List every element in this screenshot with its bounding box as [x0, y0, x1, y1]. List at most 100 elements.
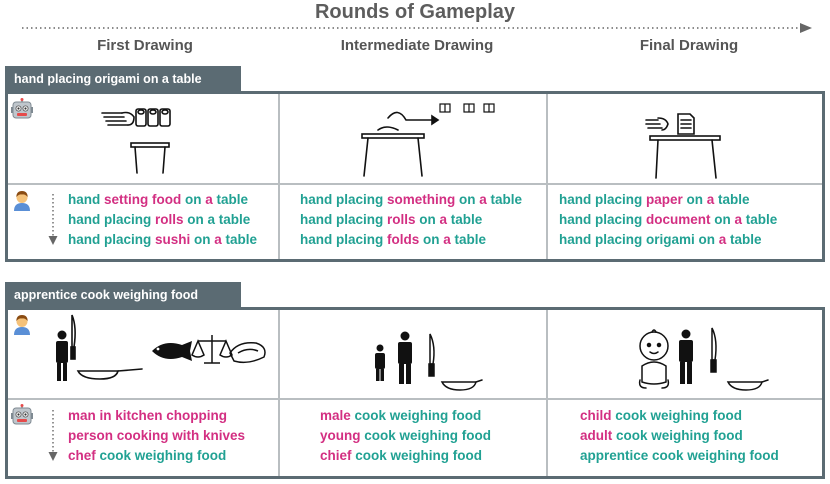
guess-word-changed: young	[320, 428, 361, 443]
guess-word-changed: chief	[320, 448, 352, 463]
sketch-hand-paper	[645, 113, 721, 179]
guess-word-matched: hand placing	[559, 192, 647, 207]
guess-word-matched: hand placing	[300, 232, 388, 247]
column-header-final: Final Drawing	[639, 37, 739, 54]
guess-word-matched: cook weighing food	[611, 408, 743, 423]
guess-word-matched: table	[714, 192, 750, 207]
robot-icon	[11, 98, 33, 119]
guess-word-changed: a	[214, 232, 222, 247]
row-divider	[8, 398, 822, 400]
column-divider	[278, 94, 280, 259]
guess-word-matched: hand	[68, 192, 104, 207]
guess-word-changed: child	[580, 408, 612, 423]
guess-word-changed: setting food	[104, 192, 182, 207]
guess-text: chief cook weighing food	[320, 446, 491, 466]
guess-word-changed: a	[443, 232, 451, 247]
guess-text: hand placing sushi on a table	[68, 230, 257, 250]
guess-text: hand placing paper on a table	[559, 190, 777, 210]
column-divider	[546, 94, 548, 259]
guess-word-matched: cook weighing food	[350, 408, 482, 423]
guess-word-changed: folds	[387, 232, 420, 247]
guess-word-matched: table	[447, 212, 483, 227]
sketch-child-adult	[638, 327, 769, 391]
guess-word-changed: rolls	[155, 212, 184, 227]
guess-text: hand placing origami on a table	[559, 230, 777, 250]
guess-word-matched: apprentice cook weighing food	[580, 448, 779, 463]
guess-word-changed: chef	[68, 448, 96, 463]
guess-word-matched: hand placing	[68, 232, 156, 247]
guess-sequence-arrow	[48, 194, 58, 245]
guess-word-changed: a	[734, 212, 743, 227]
person-icon	[14, 315, 30, 335]
column-header-intermediate: Intermediate Drawing	[340, 37, 494, 54]
column-divider	[546, 310, 548, 476]
guess-word-changed: a	[205, 192, 213, 207]
sketch-hand-sushi	[101, 108, 171, 174]
guess-text: apprentice cook weighing food	[580, 446, 779, 466]
guess-word-matched: table	[726, 232, 762, 247]
guess-text: hand placing folds on a table	[300, 230, 522, 250]
guess-word-changed: male	[320, 408, 351, 423]
guess-text: hand placing rolls on a table	[68, 210, 257, 230]
guess-word-matched: table	[486, 192, 523, 207]
guess-text: adult cook weighing food	[580, 426, 779, 446]
section-label-2: apprentice cook weighing food	[5, 282, 241, 308]
guess-word-matched: on	[181, 192, 206, 207]
sketch-two-cooks	[375, 331, 483, 391]
person-icon	[14, 191, 30, 211]
guess-word-changed: a	[479, 192, 487, 207]
guess-text: child cook weighing food	[580, 406, 779, 426]
guess-word-changed: a	[718, 232, 727, 247]
row-divider	[8, 183, 822, 185]
guess-word-matched: hand placing	[559, 212, 647, 227]
guess-word-changed: sushi	[155, 232, 191, 247]
sketch-cook-fish-scale	[56, 314, 266, 381]
guess-word-matched: on a table	[183, 212, 251, 227]
guess-text: man in kitchen chopping	[68, 406, 245, 426]
guess-word-matched: on	[419, 232, 444, 247]
section-label-1: hand placing origami on a table	[5, 66, 241, 92]
guess-word-changed: document	[646, 212, 711, 227]
sketch-table-arrow	[361, 103, 495, 177]
guess-word-matched: cook weighing food	[95, 448, 227, 463]
guess-word-matched: hand placing	[300, 192, 388, 207]
guess-word-matched: on	[415, 212, 440, 227]
guess-text: young cook weighing food	[320, 426, 491, 446]
guess-word-changed: a	[439, 212, 448, 227]
guess-word-matched: on	[682, 192, 707, 207]
guess-word-matched: table	[221, 232, 258, 247]
column-header-first: First Drawing	[97, 37, 193, 54]
guess-list: man in kitchen chopping person cooking wi…	[68, 406, 245, 466]
guess-text: hand setting food on a table	[68, 190, 257, 210]
timeline-arrow	[22, 23, 812, 33]
guess-word-matched: hand placing	[300, 212, 388, 227]
guess-word-matched: hand placing origami on	[559, 232, 719, 247]
guess-word-matched: cook weighing food	[612, 428, 743, 443]
guess-text: person cooking with knives	[68, 426, 245, 446]
guess-word-matched: cook weighing food	[351, 448, 483, 463]
guess-word-changed: person cooking with knives	[68, 428, 246, 443]
guess-word-matched: hand placing	[68, 212, 156, 227]
guess-text: male cook weighing food	[320, 406, 491, 426]
guess-word-matched: cook weighing food	[360, 428, 491, 443]
guess-word-changed: adult	[580, 428, 613, 443]
guess-sequence-arrow	[48, 410, 58, 461]
guess-text: hand placing rolls on a table	[300, 210, 522, 230]
guess-word-matched: table	[450, 232, 487, 247]
guess-word-changed: rolls	[387, 212, 416, 227]
guess-word-changed: paper	[646, 192, 683, 207]
guess-word-changed: man in kitchen chopping	[68, 408, 228, 423]
guess-word-matched: on	[455, 192, 480, 207]
guess-word-changed: a	[706, 192, 715, 207]
column-divider	[278, 310, 280, 476]
robot-icon	[11, 404, 33, 425]
diagram-title: Rounds of Gameplay	[314, 1, 516, 23]
guess-word-matched: table	[212, 192, 249, 207]
guess-word-changed: something	[387, 192, 456, 207]
guess-text: hand placing document on a table	[559, 210, 777, 230]
guess-text: hand placing something on a table	[300, 190, 522, 210]
